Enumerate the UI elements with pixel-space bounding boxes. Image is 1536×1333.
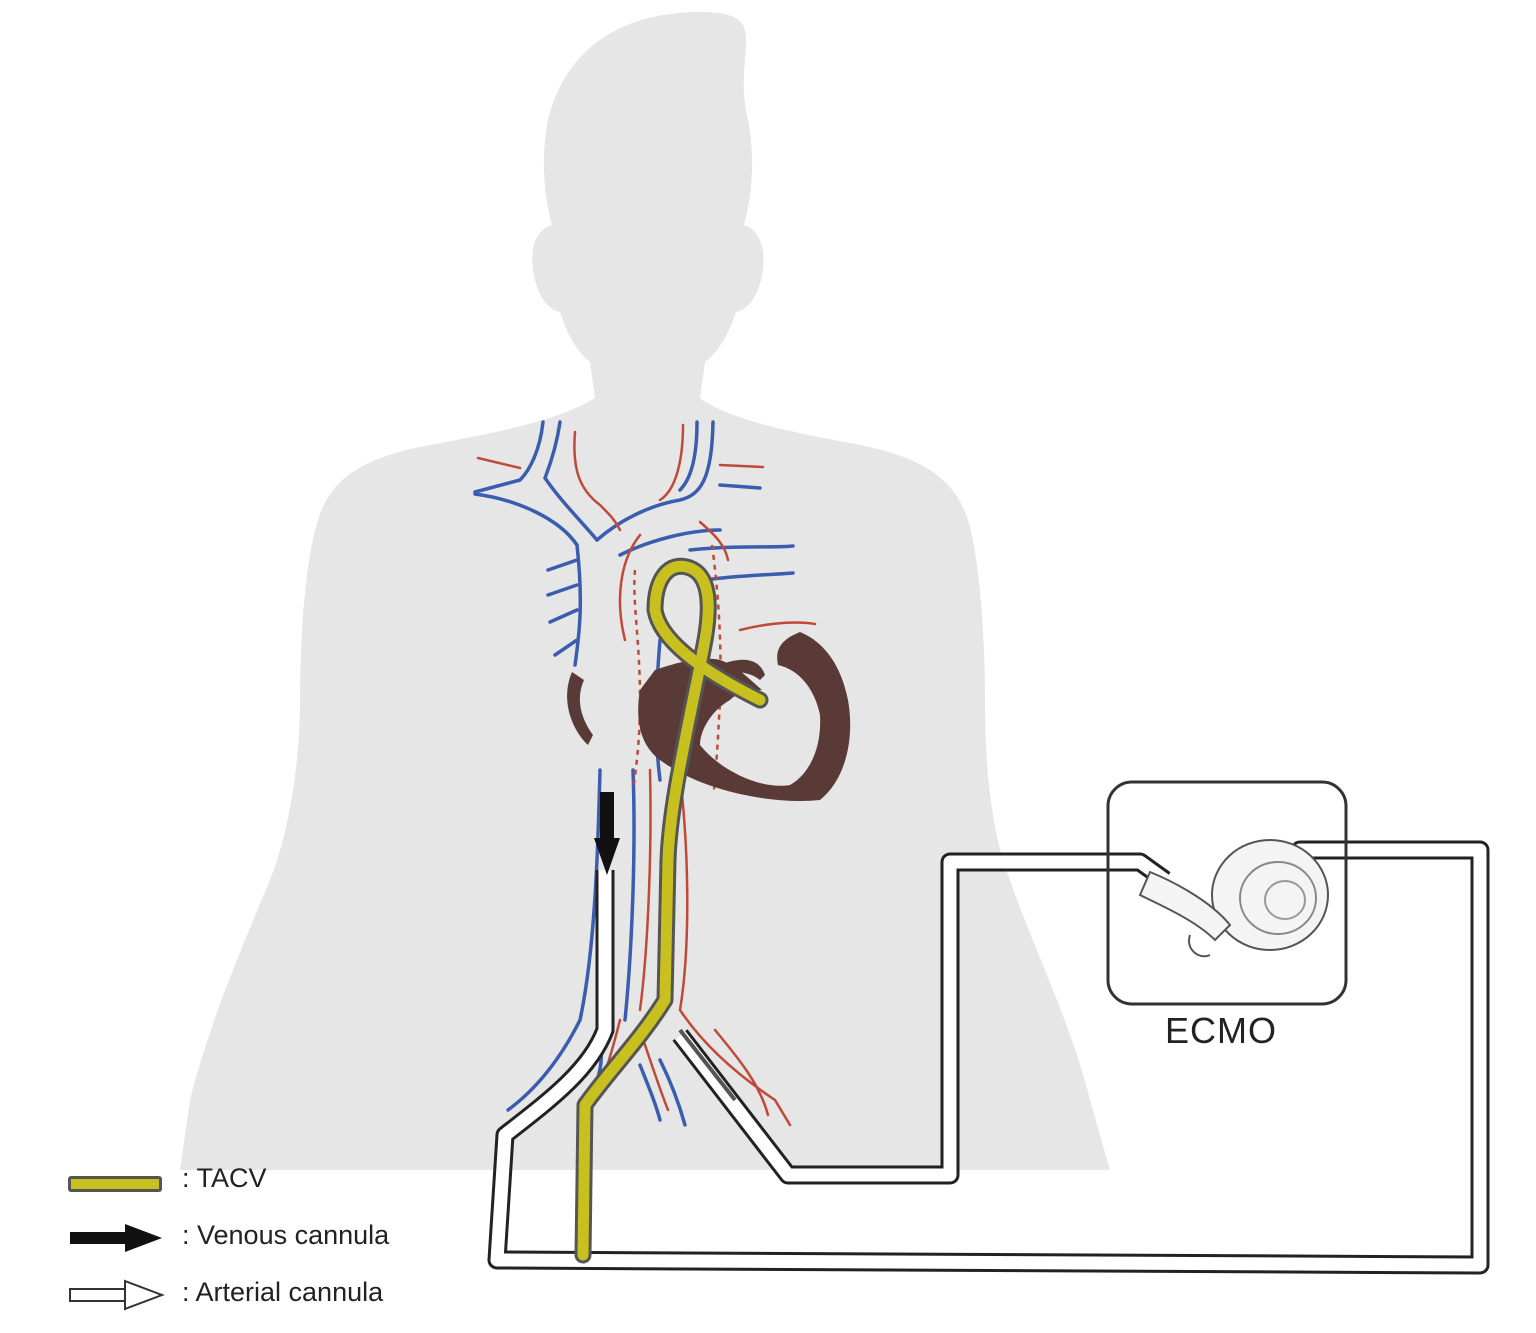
legend-tacv-label: : TACV [182,1163,267,1194]
legend-tacv-swatch [68,1176,162,1192]
legend-arterial-label: : Arterial cannula [182,1277,383,1308]
legend-venous-arrow-icon [70,1224,162,1252]
ecmo-label: ECMO [1165,1010,1277,1052]
legend-venous-label: : Venous cannula [182,1220,389,1251]
legend-arterial-arrow-icon [70,1281,162,1309]
